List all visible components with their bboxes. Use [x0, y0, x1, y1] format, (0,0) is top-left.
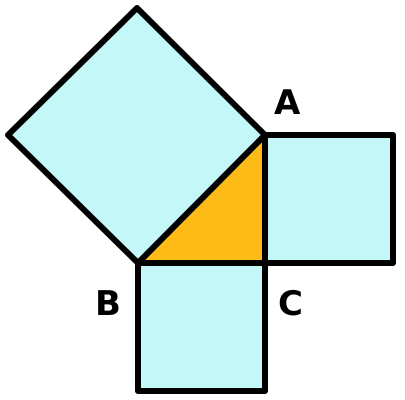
- vertex-a-label: A: [274, 83, 301, 123]
- leg-ac-square: [262, 132, 396, 266]
- right-triangle: [135, 132, 268, 266]
- leg-bc-square: [135, 260, 268, 394]
- vertex-b-label: B: [95, 284, 121, 324]
- vertex-c-label: C: [278, 284, 303, 324]
